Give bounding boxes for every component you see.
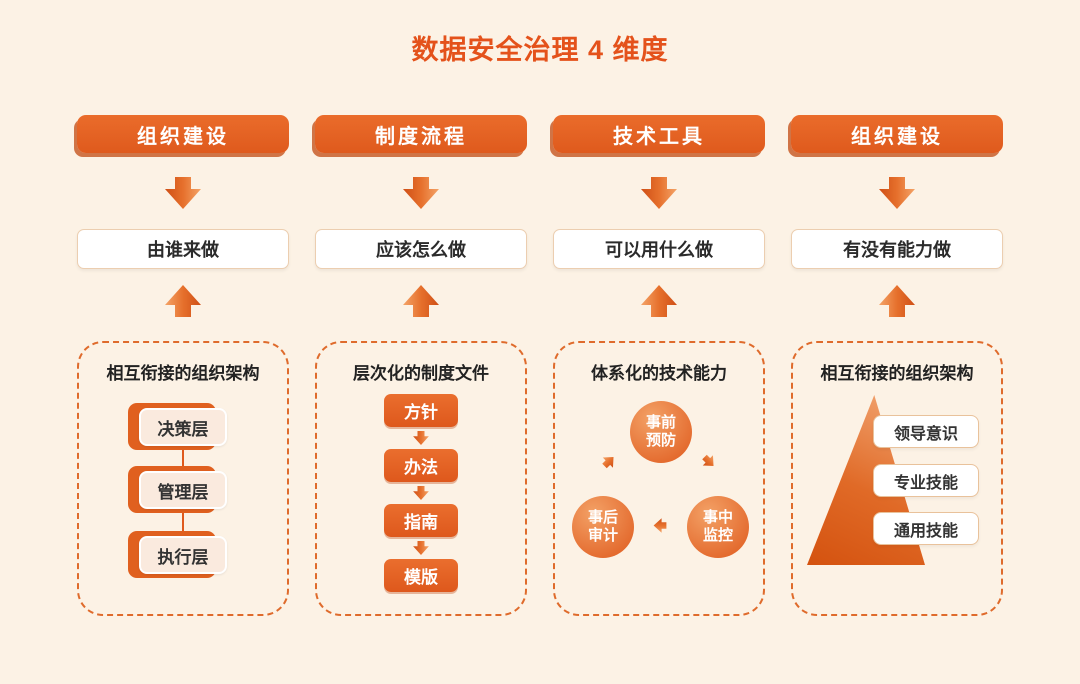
flow-arrow-icon bbox=[412, 431, 430, 445]
pyramid-label-professional: 专业技能 bbox=[873, 464, 979, 497]
cycle-node-label: 事前 bbox=[645, 414, 676, 431]
flow-arrow-icon bbox=[412, 486, 430, 500]
org-level-label: 管理层 bbox=[139, 471, 227, 509]
cycle-arrow-icon bbox=[699, 451, 720, 472]
org-level-label: 执行层 bbox=[139, 536, 227, 574]
column-header: 制度流程 bbox=[315, 115, 527, 153]
doc-box-measures: 办法 bbox=[384, 449, 458, 482]
cycle-node-label: 事中 bbox=[702, 509, 733, 526]
question-box: 有没有能力做 bbox=[791, 229, 1003, 269]
capability-cycle: 事前 预防 事中 监控 事后 审计 bbox=[555, 343, 763, 614]
column-header: 组织建设 bbox=[791, 115, 1003, 153]
column-capability: 组织建设 有没有能力做 相互衔接的组织架构 领导意识 专业技能 通用技能 bbox=[791, 115, 1003, 616]
org-level-decision: 决策层 bbox=[128, 403, 227, 450]
down-arrow-icon bbox=[877, 177, 917, 209]
panel-title: 体系化的技术能力 bbox=[591, 364, 727, 383]
detail-panel: 体系化的技术能力 事前 预防 事中 监控 事后 审计 bbox=[553, 341, 765, 616]
doc-flow: 方针 办法 指南 模版 bbox=[384, 394, 458, 592]
detail-panel: 相互衔接的组织架构 领导意识 专业技能 通用技能 bbox=[791, 341, 1003, 616]
up-arrow-icon bbox=[163, 285, 203, 317]
column-organization: 组织建设 由谁来做 相互衔接的组织架构 决策层 管理层 bbox=[77, 115, 289, 616]
cycle-node-label: 事后 bbox=[587, 509, 618, 526]
column-header: 组织建设 bbox=[77, 115, 289, 153]
doc-box-guideline: 指南 bbox=[384, 504, 458, 537]
cycle-arrow-icon bbox=[599, 451, 620, 472]
cycle-node-label: 审计 bbox=[587, 527, 618, 544]
column-policy: 制度流程 应该怎么做 层次化的制度文件 方针 办法 指南 模版 bbox=[315, 115, 527, 616]
detail-panel: 层次化的制度文件 方针 办法 指南 模版 bbox=[315, 341, 527, 616]
cycle-node-before: 事前 预防 bbox=[630, 401, 692, 463]
skill-pyramid: 领导意识 专业技能 通用技能 bbox=[793, 343, 1001, 614]
question-box: 可以用什么做 bbox=[553, 229, 765, 269]
column-technology: 技术工具 可以用什么做 体系化的技术能力 事前 预防 事中 监控 事后 bbox=[553, 115, 765, 616]
columns-grid: 组织建设 由谁来做 相互衔接的组织架构 决策层 管理层 bbox=[0, 115, 1080, 616]
doc-box-policy: 方针 bbox=[384, 394, 458, 427]
column-header: 技术工具 bbox=[553, 115, 765, 153]
org-level-execution: 执行层 bbox=[128, 531, 227, 578]
cycle-arrow-icon bbox=[654, 518, 667, 534]
down-arrow-icon bbox=[401, 177, 441, 209]
org-level-management: 管理层 bbox=[128, 466, 227, 513]
down-arrow-icon bbox=[163, 177, 203, 209]
flow-arrow-icon bbox=[412, 541, 430, 555]
question-box: 应该怎么做 bbox=[315, 229, 527, 269]
panel-title: 相互衔接的组织架构 bbox=[820, 364, 974, 383]
up-arrow-icon bbox=[877, 285, 917, 317]
doc-box-template: 模版 bbox=[384, 559, 458, 592]
question-box: 由谁来做 bbox=[77, 229, 289, 269]
cycle-node-label: 预防 bbox=[645, 432, 676, 449]
cycle-node-during: 事中 监控 bbox=[687, 496, 749, 558]
cycle-node-after: 事后 审计 bbox=[572, 496, 634, 558]
pyramid-label-general: 通用技能 bbox=[873, 512, 979, 545]
cycle-node-label: 监控 bbox=[702, 527, 733, 544]
org-stack: 决策层 管理层 执行层 bbox=[79, 343, 287, 614]
up-arrow-icon bbox=[639, 285, 679, 317]
up-arrow-icon bbox=[401, 285, 441, 317]
down-arrow-icon bbox=[639, 177, 679, 209]
panel-title: 层次化的制度文件 bbox=[353, 364, 489, 383]
panel-title: 相互衔接的组织架构 bbox=[106, 364, 260, 383]
page-title: 数据安全治理 4 维度 bbox=[411, 35, 669, 65]
detail-panel: 相互衔接的组织架构 决策层 管理层 执行层 bbox=[77, 341, 289, 616]
pyramid-label-leadership: 领导意识 bbox=[873, 415, 979, 448]
org-level-label: 决策层 bbox=[139, 408, 227, 446]
